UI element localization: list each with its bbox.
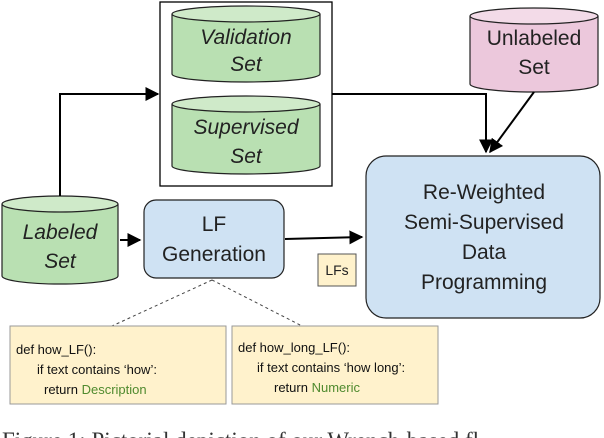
validation-set-label-line1: Validation [200, 26, 291, 49]
code-right-line2: if text contains ‘how long’: [257, 360, 405, 375]
arrow-lfgen-to-dp [284, 230, 364, 245]
lf-generation-label-line2: Generation [162, 243, 266, 266]
code-right-line3: return Numeric [274, 380, 360, 395]
code-left-line3: return Description [44, 382, 147, 397]
lfs-edge-label: LFs [317, 253, 357, 287]
code-box-how-long-lf: def how_long_LF(): if text contains ‘how… [231, 325, 439, 405]
supervised-set-node: Supervised Set [171, 95, 321, 175]
labeled-set-node: Labeled Set [1, 195, 119, 285]
reweighted-dp-node: Re-Weighted Semi-Supervised Data Program… [365, 155, 601, 319]
supervised-set-label-line1: Supervised [193, 116, 299, 139]
labeled-set-label-line1: Labeled [23, 221, 99, 244]
arrow-labeled-to-container [59, 87, 160, 196]
dashed-leader-left [111, 279, 213, 327]
figure-caption: Figure 1: Pictorial depiction of our Wre… [2, 428, 479, 438]
arrow-unlabeled-to-dp [489, 91, 535, 154]
lfs-label-text: LFs [325, 262, 348, 278]
code-left-line2: if text contains ‘how’: [37, 362, 157, 377]
labeled-set-label-line2: Set [44, 250, 77, 273]
validation-set-node: Validation Set [171, 5, 321, 83]
reweighted-dp-label-line4: Programming [421, 271, 547, 294]
unlabeled-set-node: Unlabeled Set [469, 7, 599, 93]
reweighted-dp-label-line2: Semi-Supervised [404, 211, 564, 234]
unlabeled-set-label-line2: Set [518, 56, 550, 79]
code-left-line1: def how_LF(): [16, 342, 96, 357]
dashed-leader-right [211, 279, 303, 327]
code-right-line1: def how_long_LF(): [238, 340, 350, 355]
reweighted-dp-label-line1: Re-Weighted [423, 181, 545, 204]
lf-generation-node: LF Generation [143, 199, 285, 279]
lf-generation-label-line1: LF [202, 213, 227, 236]
supervised-set-label-line2: Set [230, 145, 263, 168]
reweighted-dp-label-line3: Data [462, 241, 507, 264]
arrow-container-to-dp [332, 93, 493, 154]
unlabeled-set-label-line1: Unlabeled [487, 27, 582, 50]
code-box-how-lf: def how_LF(): if text contains ‘how’: re… [9, 325, 227, 405]
validation-set-label-line2: Set [230, 53, 263, 76]
